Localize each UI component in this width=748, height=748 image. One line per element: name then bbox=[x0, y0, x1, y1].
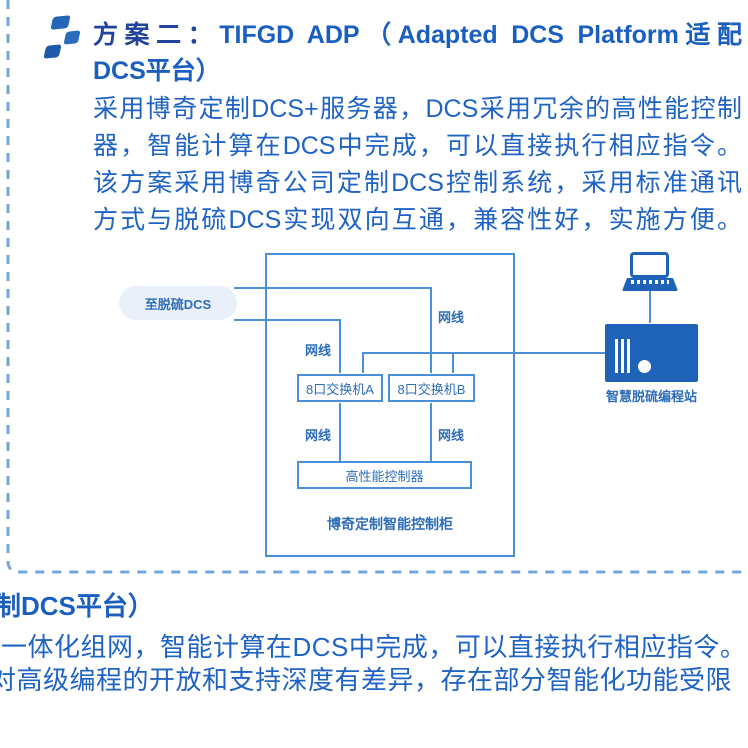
section-title-prefix: 方案二： bbox=[93, 21, 220, 49]
workstation-label: 智慧脱硫编程站 bbox=[605, 389, 697, 404]
next-section-heading: 制DCS平台） bbox=[0, 591, 154, 621]
laptop-keyboard-icon bbox=[622, 278, 678, 291]
drive-slot-icon bbox=[621, 339, 624, 373]
drive-slot-icon bbox=[627, 339, 630, 373]
section-title: 方案二：TIFGD ADP（Adapted DCS Platform适配 DCS… bbox=[93, 17, 742, 89]
laptop-keys-icon bbox=[631, 280, 669, 284]
line-pill-to-switch-b bbox=[234, 287, 432, 373]
control-cabinet-label: 博奇定制智能控制柜 bbox=[327, 516, 453, 532]
body-line: 方式与脱硫DCS实现双向互通，兼容性好，实施方便。 bbox=[93, 206, 742, 234]
line-switch-a-to-server bbox=[362, 352, 605, 373]
section-title-line1: 方案二：TIFGD ADP（Adapted DCS Platform适配 bbox=[93, 17, 742, 53]
dashed-section-border bbox=[6, 0, 748, 574]
body-line: 采用博奇定制DCS+服务器，DCS采用冗余的高性能控制 bbox=[93, 95, 742, 123]
cable-label: 网线 bbox=[303, 340, 334, 359]
drive-slot-icon bbox=[615, 339, 618, 373]
section-body: 采用博奇定制DCS+服务器，DCS采用冗余的高性能控制 器，智能计算在DCS中完… bbox=[93, 91, 742, 239]
controller-box: 高性能控制器 bbox=[297, 461, 472, 489]
cable-label: 网线 bbox=[303, 425, 334, 444]
control-cabinet-box bbox=[265, 253, 515, 557]
workstation-tower-icon bbox=[605, 324, 698, 382]
cable-label: 网线 bbox=[436, 307, 467, 326]
section-title-rest: TIFGD ADP（Adapted DCS Platform适配 bbox=[219, 21, 742, 49]
line-pill-to-switch-a bbox=[234, 319, 341, 373]
dcs-link-pill: 至脱硫DCS bbox=[119, 286, 237, 320]
body-line: 器，智能计算在DCS中完成，可以直接执行相应指令。 bbox=[93, 132, 742, 160]
laptop-screen-icon bbox=[630, 252, 669, 278]
power-button-icon bbox=[638, 360, 651, 373]
next-section-line1: 一体化组网，智能计算在DCS中完成，可以直接执行相应指令。 bbox=[1, 632, 747, 662]
switch-a-box: 8口交换机A bbox=[297, 374, 383, 402]
section-title-line2: DCS平台） bbox=[93, 57, 221, 85]
body-line: 该方案采用博奇公司定制DCS控制系统，采用标准通讯 bbox=[93, 169, 742, 197]
cable-label: 网线 bbox=[436, 425, 467, 444]
laptop-icon bbox=[620, 251, 680, 292]
switch-b-box: 8口交换机B bbox=[388, 374, 475, 402]
next-section-line2: 对高级编程的开放和支持深度有差异，存在部分智能化功能受限 bbox=[0, 665, 733, 695]
